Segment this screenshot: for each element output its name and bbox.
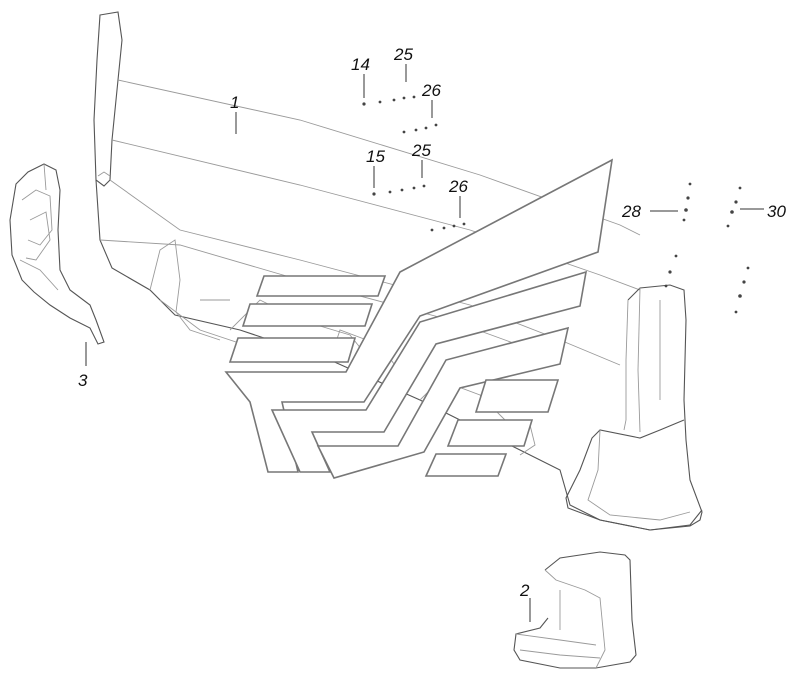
fastener-set-15-25-26 <box>372 184 466 232</box>
callout-1: 1 <box>230 93 239 112</box>
bumper-right-corner <box>565 284 703 531</box>
callout-3: 3 <box>78 371 88 390</box>
callout-2: 2 <box>519 581 530 600</box>
corner-cover-part-2 <box>513 551 637 669</box>
leader-lines <box>85 64 764 622</box>
fastener-set-14-25-26 <box>362 95 438 134</box>
callout-26b: 26 <box>448 177 468 196</box>
callout-25b: 25 <box>411 141 431 160</box>
callout-26a: 26 <box>421 81 441 100</box>
callout-14: 14 <box>351 55 370 74</box>
fastener-set-28-30 <box>664 182 750 314</box>
callout-15: 15 <box>366 147 385 166</box>
emblem-logo <box>224 158 614 479</box>
callout-28: 28 <box>621 202 641 221</box>
callout-30: 30 <box>767 202 786 221</box>
callout-labels: 1 2 3 14 15 25 25 26 26 28 30 <box>78 45 786 600</box>
end-cap-part-3 <box>9 163 105 345</box>
callout-25a: 25 <box>393 45 413 64</box>
